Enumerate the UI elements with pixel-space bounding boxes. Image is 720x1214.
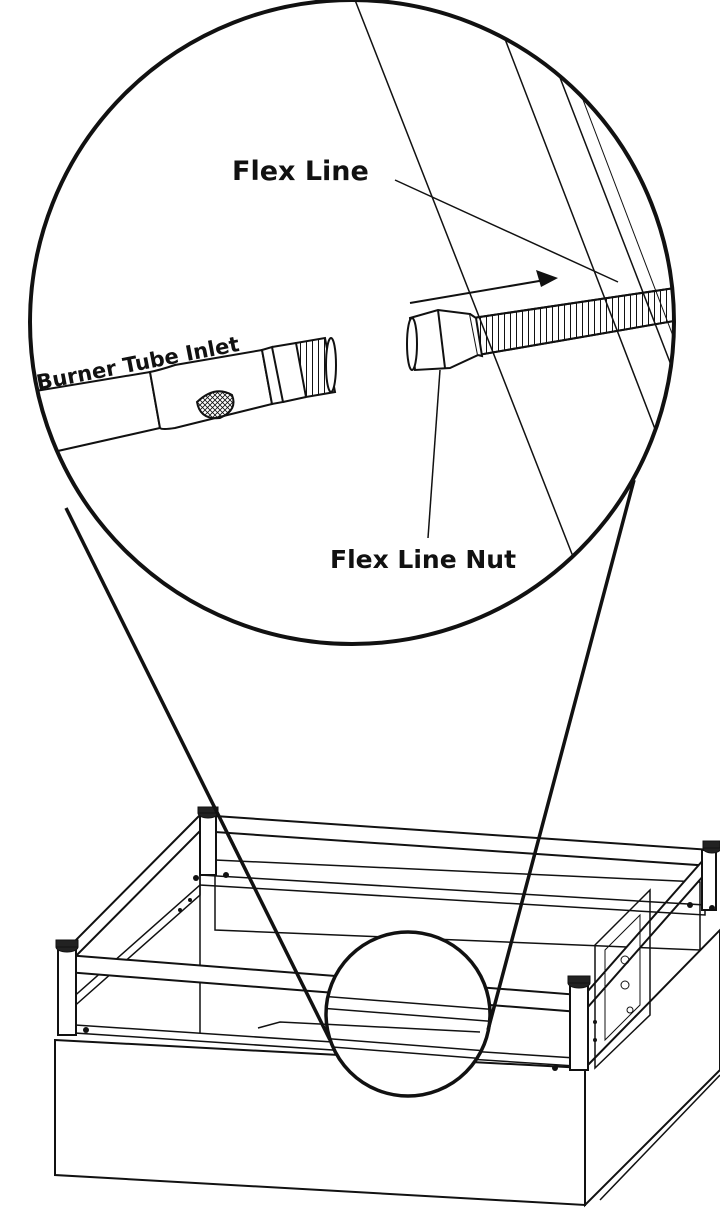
front-rail: [65, 953, 581, 1014]
leader-lines: [394, 179, 619, 539]
zoom-cone-lines: [64, 479, 636, 1041]
lower-rail-left: [69, 883, 201, 1012]
flex-line-nut-part: [406, 308, 484, 372]
zoom-callout-circle: [30, 0, 674, 644]
burner-threads: [294, 336, 337, 399]
cart-base-front: [54, 1038, 586, 1207]
post-front-left: [57, 949, 77, 1036]
right-side-panel: [594, 888, 651, 1070]
lower-rail-back: [199, 874, 706, 916]
burner-air-shutter: [195, 390, 235, 420]
post-front-right: [569, 984, 589, 1071]
post-back-right: [701, 849, 717, 911]
direction-arrow: [409, 270, 558, 304]
zoom-content: [30, 0, 674, 601]
burner-tube: [30, 336, 337, 457]
cart-base-side: [584, 928, 720, 1208]
frame-bolts: [83, 872, 715, 1071]
detail-origin-circle: [324, 930, 492, 1098]
cart-back-wall: [214, 859, 701, 951]
top-rail-back: [199, 813, 713, 868]
post-caps: [55, 806, 720, 989]
label-flex-line: Flex Line: [232, 156, 369, 187]
zoom-callout-border: [28, 0, 676, 646]
post-back-left: [199, 814, 217, 876]
label-flex-line-nut: Flex Line Nut: [330, 545, 516, 574]
